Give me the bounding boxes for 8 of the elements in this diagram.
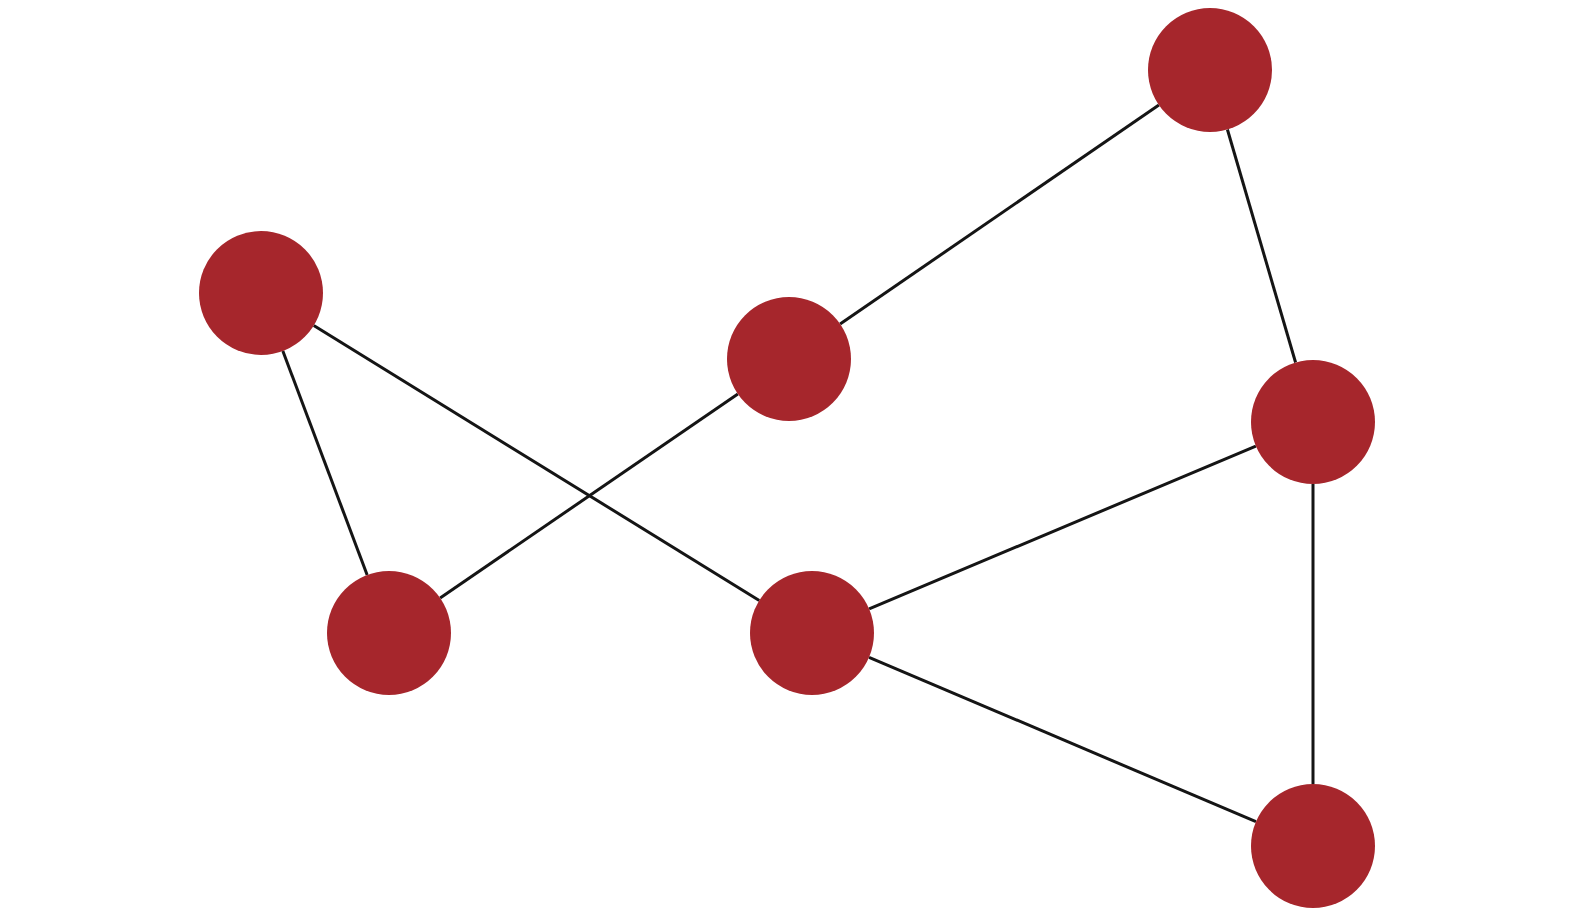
connector-line <box>312 324 761 602</box>
connector-line <box>1311 484 1315 784</box>
connector-line <box>439 392 739 600</box>
connector-line <box>281 350 369 576</box>
connector-line <box>868 444 1257 611</box>
connector-line <box>1225 129 1298 363</box>
connector-line <box>868 655 1257 824</box>
connector-line <box>839 103 1160 326</box>
